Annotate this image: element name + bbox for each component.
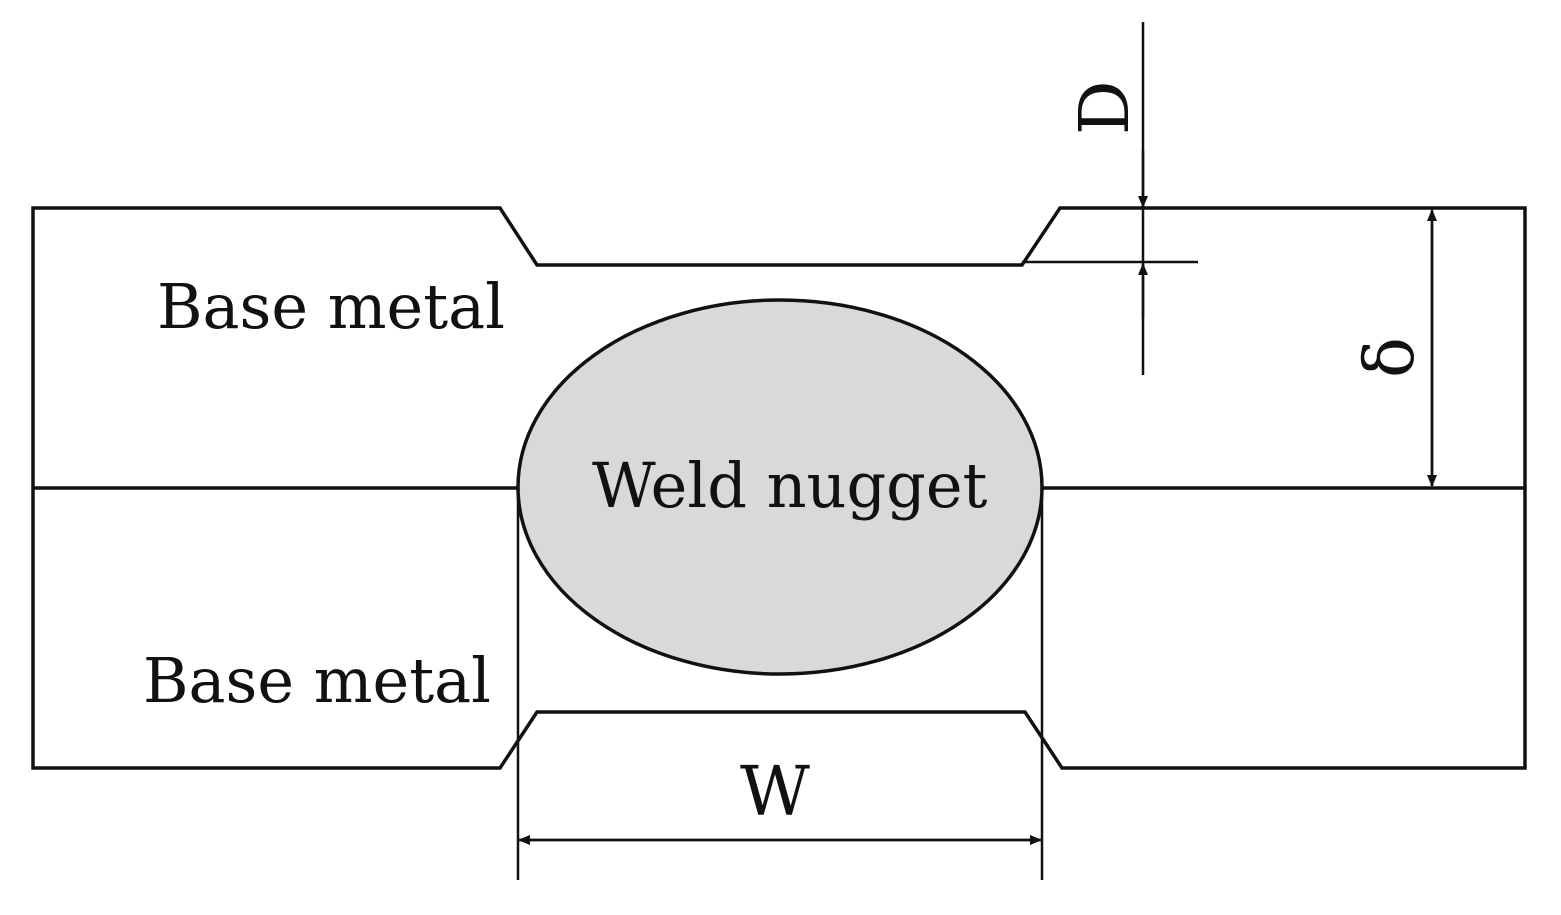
- base-metal-bottom-label: Base metal: [143, 644, 491, 717]
- w-dimension-label: W: [740, 753, 810, 832]
- bottom-sheet-outline: [31, 488, 1527, 770]
- delta-dimension-label: δ: [1351, 337, 1430, 378]
- weld-nugget-shape: [516, 298, 1044, 676]
- weld-nugget-label: Weld nugget: [592, 449, 988, 522]
- d-dimension-label: D: [1066, 80, 1145, 135]
- base-metal-top-label: Base metal: [157, 270, 505, 343]
- top-sheet-outline: [31, 206, 1527, 488]
